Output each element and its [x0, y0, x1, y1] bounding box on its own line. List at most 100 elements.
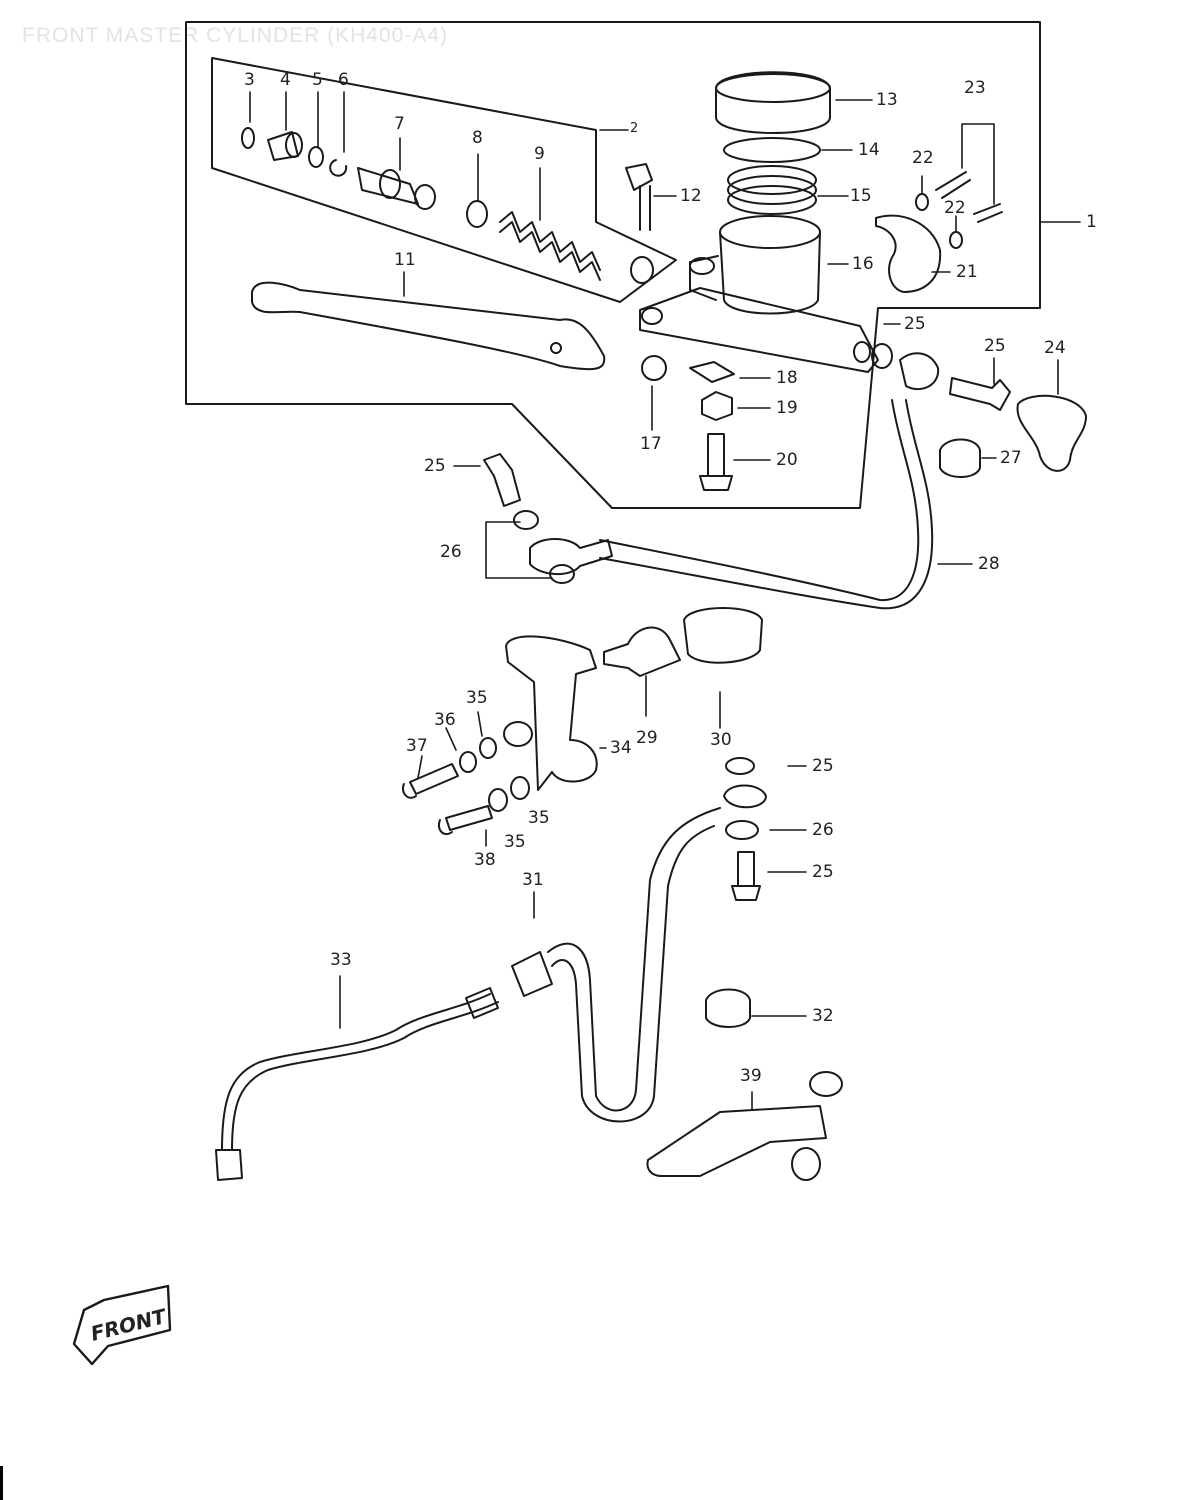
- hose-joint-lower: [511, 951, 553, 997]
- callout-1: 1: [1086, 212, 1097, 232]
- diaphragm-plate: [723, 137, 821, 163]
- reservoir-cap-top: [715, 73, 831, 103]
- assembly-boundary-line: [185, 21, 1041, 509]
- callout-32: 32: [812, 1006, 834, 1026]
- pipe-flare-nut-lower: [215, 1149, 243, 1181]
- callout-26-left: 26: [440, 542, 462, 562]
- callout-19: 19: [776, 398, 798, 418]
- washer-left-upper: [513, 510, 539, 530]
- bracket-ring-lower: [791, 1147, 821, 1181]
- bolt-12: [625, 163, 653, 231]
- callout-21: 21: [956, 262, 978, 282]
- piston-kit-parts: [241, 127, 654, 284]
- callout-26-right: 26: [812, 820, 834, 840]
- brake-hose-upper: [599, 399, 920, 602]
- callout-35-lower: 35: [528, 808, 550, 828]
- pressure-switch: [603, 626, 681, 677]
- washer-36-lower: [488, 788, 508, 812]
- three-way-joint: [505, 635, 598, 791]
- banjo-fitting: [899, 352, 940, 391]
- banjo-bolt-lower: [731, 851, 761, 901]
- callout-22-lower: 22: [944, 198, 966, 218]
- hose-bracket: [646, 1105, 827, 1177]
- callout-39: 39: [740, 1066, 762, 1086]
- sealing-washer: [871, 343, 893, 369]
- callout-25-right: 25: [812, 756, 834, 776]
- callout-13: 13: [876, 90, 898, 110]
- callout-18: 18: [776, 368, 798, 388]
- lock-washer-lower: [949, 231, 963, 249]
- switch-cover: [683, 607, 763, 664]
- brake-pipe: [221, 993, 491, 1151]
- callout-34: 34: [610, 738, 632, 758]
- piston-kit-boundary-line: [211, 57, 677, 303]
- callout-9: 9: [534, 144, 545, 164]
- washer-35-upper: [479, 737, 497, 759]
- pivot-bolt: [699, 433, 733, 491]
- callout-11: 11: [394, 250, 416, 270]
- callout-35-upper: 35: [466, 688, 488, 708]
- washer-35-lower: [510, 776, 530, 800]
- callout-12: 12: [680, 186, 702, 206]
- lever-pivot-hole: [550, 342, 562, 354]
- callout-25-left: 25: [424, 456, 446, 476]
- brake-lever: [251, 281, 606, 371]
- washer-right-mid: [725, 820, 759, 840]
- cap-nut: [641, 355, 667, 381]
- bracket-ring-upper: [809, 1071, 843, 1097]
- callout-5: 5: [312, 70, 323, 90]
- banjo-fitting-lower: [723, 784, 767, 809]
- callout-16: 16: [852, 254, 874, 274]
- callout-2: 2: [630, 121, 639, 136]
- callout-27: 27: [1000, 448, 1022, 468]
- callout-28: 28: [978, 554, 1000, 574]
- pivot-nut: [701, 391, 733, 421]
- callout-15: 15: [850, 186, 872, 206]
- hose-fitting-left: [529, 538, 613, 575]
- callout-8: 8: [472, 128, 483, 148]
- callout-14: 14: [858, 140, 880, 160]
- leader-lines: [249, 91, 1081, 1111]
- diaphragm: [727, 165, 817, 195]
- handlebar-clamp: [875, 214, 942, 293]
- callout-33: 33: [330, 950, 352, 970]
- callout-25-bottom: 25: [812, 862, 834, 882]
- callout-36-upper: 36: [434, 710, 456, 730]
- callout-20: 20: [776, 450, 798, 470]
- master-cylinder-body: [639, 215, 879, 373]
- lock-washer-upper: [915, 193, 929, 211]
- grommet-upper: [939, 438, 981, 478]
- bolt-38: [438, 805, 493, 836]
- callout-25-upper: 25: [904, 314, 926, 334]
- joint-bracket: [503, 721, 533, 747]
- lever-washer: [689, 361, 735, 383]
- callout-22-upper: 22: [912, 148, 934, 168]
- pipe-flare-nut-upper: [465, 987, 499, 1019]
- front-direction-arrow: [72, 1284, 172, 1366]
- rubber-cover: [1016, 394, 1087, 472]
- callout-30: 30: [710, 730, 732, 750]
- callout-24: 24: [1044, 338, 1066, 358]
- callout-17: 17: [640, 434, 662, 454]
- banjo-bolt-left: [483, 453, 521, 507]
- callout-31: 31: [522, 870, 544, 890]
- grommet-lower: [705, 988, 751, 1028]
- diagram-title: FRONT MASTER CYLINDER (KH400-A4): [22, 24, 449, 47]
- callout-7: 7: [394, 114, 405, 134]
- callout-3: 3: [244, 70, 255, 90]
- callout-23: 23: [964, 78, 986, 98]
- washer-36-upper: [459, 751, 477, 773]
- callout-38: 38: [474, 850, 496, 870]
- brake-hose-lower: [547, 807, 721, 1112]
- reservoir-cap: [715, 71, 831, 134]
- callout-35-bottom: 35: [504, 832, 526, 852]
- banjo-bolt: [949, 377, 1011, 411]
- page-edge-mark: [0, 1466, 3, 1500]
- washer-right-top: [725, 757, 755, 775]
- callout-37: 37: [406, 736, 428, 756]
- callout-25-bolt: 25: [984, 336, 1006, 356]
- bolt-37: [402, 763, 459, 799]
- clamp-bolts: [935, 171, 1003, 223]
